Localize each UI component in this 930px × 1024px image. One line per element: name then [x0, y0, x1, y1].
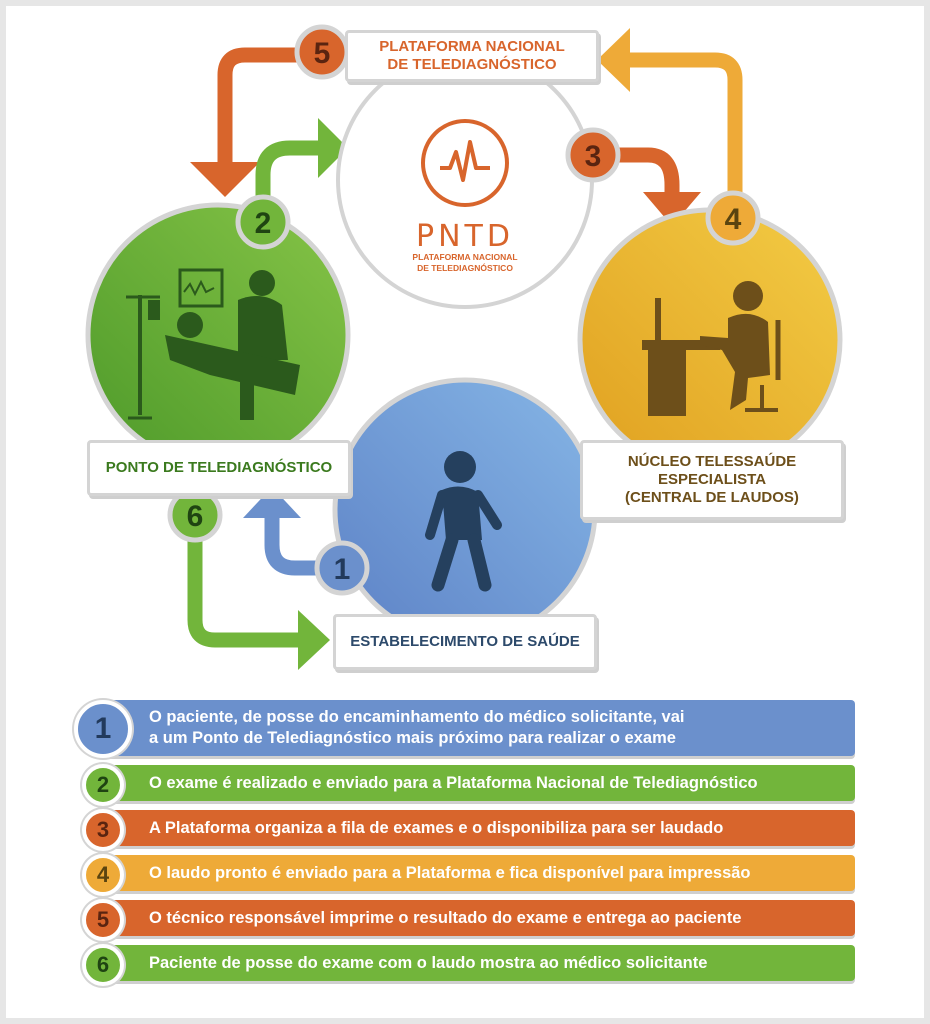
platform-title-line1: PLATAFORMA NACIONAL [379, 38, 565, 55]
step-6-text: Paciente de posse do exame com o laudo m… [149, 953, 708, 972]
platform-title-line2: DE TELEDIAGNÓSTICO [387, 56, 557, 73]
step-badge-1: 1 [74, 700, 132, 758]
flow-diagram: PNTD PLATAFORMA NACIONAL DE TELEDIAGNÓST… [85, 24, 843, 670]
heartbeat-icon [440, 140, 490, 182]
arrow-5-to-ponto [217, 47, 300, 170]
badge-3: 3 [565, 127, 621, 183]
step-5-text: O técnico responsável imprime o resultad… [149, 908, 742, 927]
arrow-2-to-platform [255, 140, 320, 200]
badge-2: 2 [235, 194, 291, 250]
estabelecimento-label-text: ESTABELECIMENTO DE SAÚDE [350, 633, 580, 650]
ponto-label-text: PONTO DE TELEDIAGNÓSTICO [105, 459, 333, 476]
step-badge-6: 6 [82, 944, 124, 986]
svg-text:5: 5 [314, 37, 331, 70]
ponto-label: PONTO DE TELEDIAGNÓSTICO [87, 440, 351, 496]
nucleo-line1: NÚCLEO TELESSAÚDE [627, 453, 797, 470]
step-1-line2: a um Ponto de Telediagnóstico mais próxi… [149, 729, 676, 747]
nucleo-label: NÚCLEO TELESSAÚDE ESPECIALISTA (CENTRAL … [580, 440, 844, 520]
step-badge-4: 4 [82, 854, 124, 896]
nucleo-line2: ESPECIALISTA [657, 471, 767, 488]
badge-5: 5 [294, 24, 350, 80]
arrow-6-head [298, 610, 330, 670]
step-row-4: O laudo pronto é enviado para a Platafor… [105, 855, 855, 891]
ponto-circle [85, 202, 351, 468]
arrow-1-to-ponto [264, 515, 320, 576]
step-3-text: A Plataforma organiza a fila de exames e… [149, 818, 724, 837]
step-row-1: O paciente, de posse do encaminhamento d… [105, 700, 855, 756]
step-badge-2: 2 [82, 764, 124, 806]
arrow-4-to-platform [625, 52, 743, 195]
arrow-1-head [243, 487, 301, 518]
step-row-5: O técnico responsável imprime o resultad… [105, 900, 855, 936]
step-badge-3: 3 [82, 809, 124, 851]
step-1-line1: O paciente, de posse do encaminhamento d… [149, 708, 685, 726]
estabelecimento-label: ESTABELECIMENTO DE SAÚDE [333, 614, 597, 670]
svg-text:3: 3 [585, 140, 602, 173]
svg-text:1: 1 [334, 553, 351, 586]
platform-title-box: PLATAFORMA NACIONAL DE TELEDIAGNÓSTICO [345, 30, 599, 82]
step-badge-5: 5 [82, 899, 124, 941]
walking-patient-icon [425, 451, 502, 592]
svg-text:2: 2 [255, 207, 272, 240]
arrow-3-head [643, 192, 701, 226]
badge-6: 6 [167, 487, 223, 543]
step-row-2: O exame é realizado e enviado para a Pla… [105, 765, 855, 801]
arrow-6-to-estabelecimento [187, 540, 300, 648]
specialist-desk-icon [642, 281, 781, 416]
badge-4: 4 [705, 190, 761, 246]
step-2-text: O exame é realizado e enviado para a Pla… [149, 773, 758, 792]
svg-text:6: 6 [187, 500, 204, 533]
arrow-3-to-nucleo [615, 147, 680, 195]
exam-scene-icon [126, 268, 300, 420]
pntd-logo: PNTD PLATAFORMA NACIONAL DE TELEDIAGNÓST… [412, 119, 518, 273]
svg-text:4: 4 [725, 203, 742, 236]
step-row-3: A Plataforma organiza a fila de exames e… [105, 810, 855, 846]
logo-text: PNTD [416, 219, 514, 254]
step-4-text: O laudo pronto é enviado para a Platafor… [149, 863, 751, 882]
step-row-6: Paciente de posse do exame com o laudo m… [105, 945, 855, 981]
arrow-2-head [318, 118, 348, 178]
logo-sub-1: PLATAFORMA NACIONAL [412, 252, 517, 262]
arrow-4-head [597, 28, 630, 92]
logo-sub-2: DE TELEDIAGNÓSTICO [417, 262, 513, 273]
nucleo-line3: (CENTRAL DE LAUDOS) [625, 489, 799, 506]
arrow-5-head [190, 162, 260, 197]
badge-1: 1 [314, 540, 370, 596]
